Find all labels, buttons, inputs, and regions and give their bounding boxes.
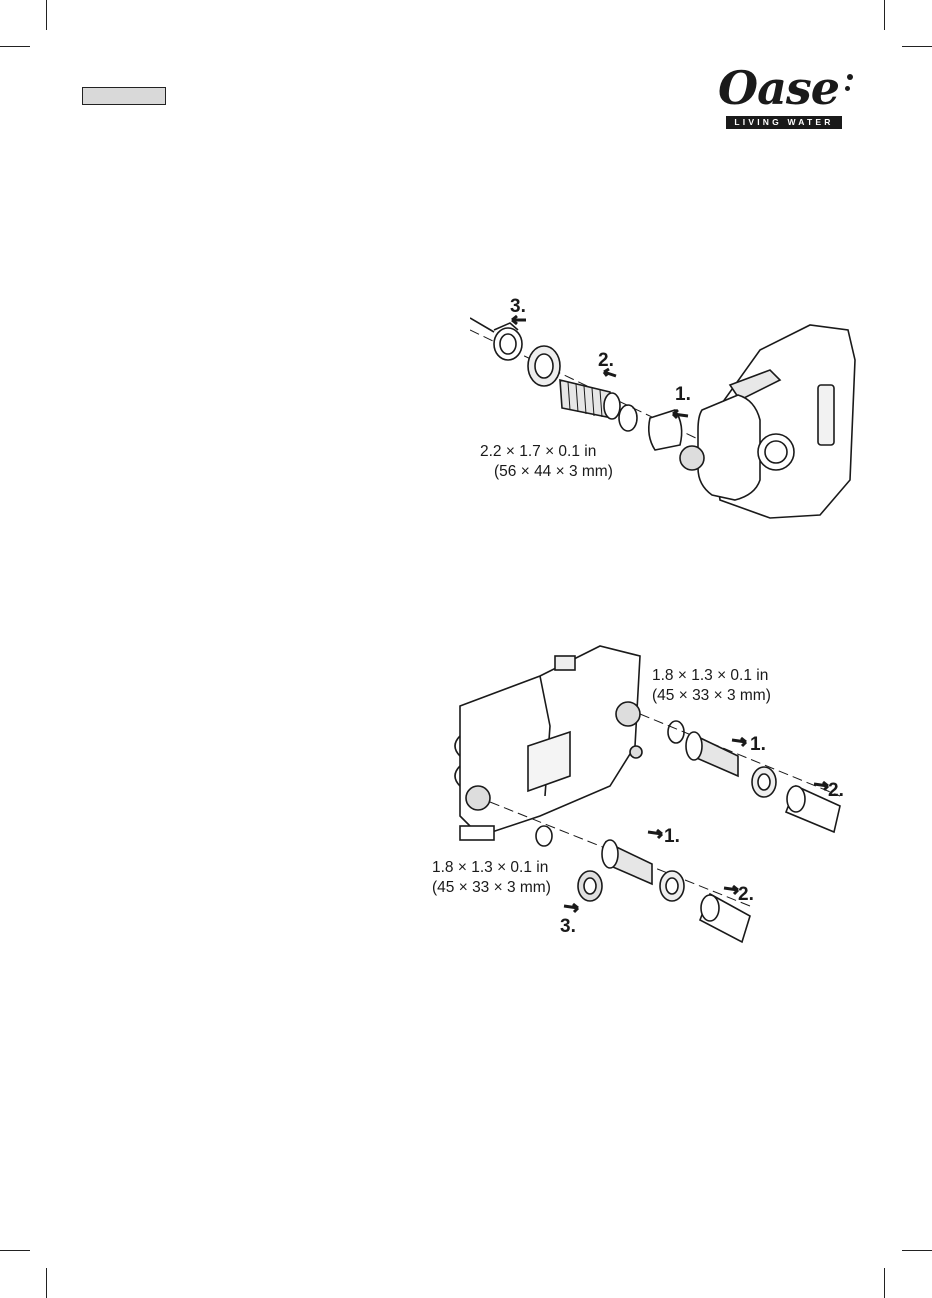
crop-mark <box>902 46 932 47</box>
step-label: 1. <box>664 826 680 847</box>
dimension-mm: (45 × 33 × 3 mm) <box>652 687 771 704</box>
brand-logo: Oase LIVING WATER <box>714 64 854 134</box>
step-label: 1. <box>675 384 691 405</box>
logo-dot <box>845 86 850 91</box>
logo-dot <box>847 74 853 80</box>
step-label: 2. <box>598 350 614 371</box>
step-arrow <box>732 738 746 746</box>
crop-mark <box>0 1250 30 1251</box>
figure-bottom-assembly: 1.8 × 1.3 × 0.1 in (45 × 33 × 3 mm) 1. 2… <box>420 636 860 966</box>
step-label: 1. <box>750 734 766 755</box>
crop-mark <box>46 1268 47 1298</box>
crop-mark <box>902 1250 932 1251</box>
dimension-inches: 1.8 × 1.3 × 0.1 in <box>652 667 768 684</box>
step-label: 2. <box>738 884 754 905</box>
step-label: 2. <box>828 780 844 801</box>
logo-tagline: LIVING WATER <box>726 116 842 129</box>
step-arrow <box>564 904 578 912</box>
step-arrow <box>724 886 738 894</box>
step-label: 3. <box>560 916 576 937</box>
language-marker-box <box>82 87 166 105</box>
figure-top-assembly: 3. 2. 1. 2.2 × 1.7 × 0.1 in (56 × 44 × 3… <box>470 290 860 530</box>
step-arrow <box>648 830 662 838</box>
crop-mark <box>884 1268 885 1298</box>
step-arrow <box>673 410 688 418</box>
crop-mark <box>884 0 885 30</box>
dimension-mm: (56 × 44 × 3 mm) <box>494 463 613 480</box>
step-arrow <box>512 316 526 324</box>
dimension-inches: 1.8 × 1.3 × 0.1 in <box>432 859 548 876</box>
logo-wordmark: Oase <box>718 64 839 112</box>
dimension-mm: (45 × 33 × 3 mm) <box>432 879 551 896</box>
crop-mark <box>0 46 30 47</box>
step-label: 3. <box>510 296 526 317</box>
dimension-inches: 2.2 × 1.7 × 0.1 in <box>480 443 596 460</box>
crop-mark <box>46 0 47 30</box>
step-arrow <box>814 782 828 790</box>
